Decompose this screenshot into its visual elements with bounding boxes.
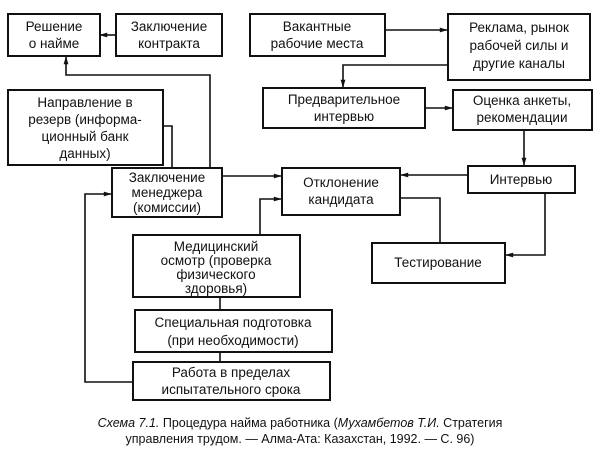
connector-medical-rejection (259, 196, 282, 235)
box-probation: Работа в пределах испытательного срока (132, 361, 331, 401)
box-hire-decision: Решение о найме (7, 13, 101, 57)
box-text: Направление в (37, 95, 132, 110)
box-text: Реклама, рынок (469, 20, 569, 35)
connector-advertising-preinterview (340, 64, 448, 88)
caption-label: Схема 7.1. (98, 416, 160, 430)
connector-manager-decision (63, 56, 211, 168)
box-medical: Медицинский осмотр (проверка физического… (132, 234, 301, 298)
box-text: контракта (138, 36, 200, 51)
box-text: (при необходимости) (167, 333, 298, 348)
caption-line-2: управления трудом. — Алма-Ата: Казахстан… (126, 432, 475, 446)
box-text: осмотр (проверка (161, 253, 272, 268)
box-text: другие каналы (473, 56, 565, 71)
connector-rejection-testing (400, 197, 441, 243)
box-text: Вакантные (283, 19, 352, 34)
caption-source-1: Стратегия (440, 416, 503, 430)
caption-title: Процедура найма работника ( (159, 416, 338, 430)
box-text: здоровья) (185, 281, 247, 296)
box-text: резерв (информа- (28, 112, 142, 127)
box-text: Медицинский (174, 239, 259, 254)
box-vacancies: Вакантные рабочие места (249, 13, 386, 57)
box-text: рекомендации (476, 110, 567, 125)
box-application-review: Оценка анкеты, рекомендации (452, 89, 593, 131)
box-contract: Заключение контракта (115, 13, 223, 57)
box-manager-conclusion: Заключение менеджера (комиссии) (111, 167, 223, 218)
box-reserve: Направление в резерв (информа- ционный б… (7, 89, 164, 166)
box-text: ционный банк (42, 129, 129, 144)
box-text: Работа в пределах (172, 365, 291, 380)
caption-line-1: Схема 7.1. Процедура найма работника (Му… (98, 416, 503, 430)
box-text: интервью (314, 109, 374, 124)
box-text: испытательного срока (162, 382, 301, 397)
box-training: Специальная подготовка (при необходимост… (134, 309, 333, 353)
box-text: Специальная подготовка (155, 315, 312, 330)
box-text: менеджера (132, 185, 203, 200)
box-text: о найме (29, 36, 80, 51)
box-text: Отклонение (303, 175, 379, 190)
box-text: Предварительное (288, 92, 400, 107)
caption-author: Мухамбетов Т.И. (338, 416, 440, 430)
connector-probation-manager (84, 191, 133, 383)
connectors (63, 27, 546, 383)
box-text: физического (176, 267, 255, 282)
connector-interview-testing (505, 193, 546, 258)
box-text: кандидата (308, 192, 374, 207)
box-text: Оценка анкеты, (473, 93, 571, 108)
box-text: Заключение (129, 170, 205, 185)
box-text: (комиссии) (133, 200, 201, 215)
box-text: данных) (59, 146, 110, 161)
box-text: рабочей силы и (470, 38, 569, 53)
box-interview: Интервью (467, 165, 576, 194)
box-text: Интервью (490, 172, 553, 187)
box-pre-interview: Предварительное интервью (262, 87, 426, 129)
box-text: рабочие места (271, 36, 364, 51)
box-text: Решение (26, 19, 83, 34)
connector-reserve-manager (163, 125, 173, 168)
box-text: Тестирование (394, 255, 482, 270)
box-rejection: Отклонение кандидата (281, 167, 401, 216)
box-advertising: Реклама, рынок рабочей силы и другие кан… (447, 13, 591, 81)
box-testing: Тестирование (371, 242, 506, 284)
box-text: Заключение (131, 19, 207, 34)
